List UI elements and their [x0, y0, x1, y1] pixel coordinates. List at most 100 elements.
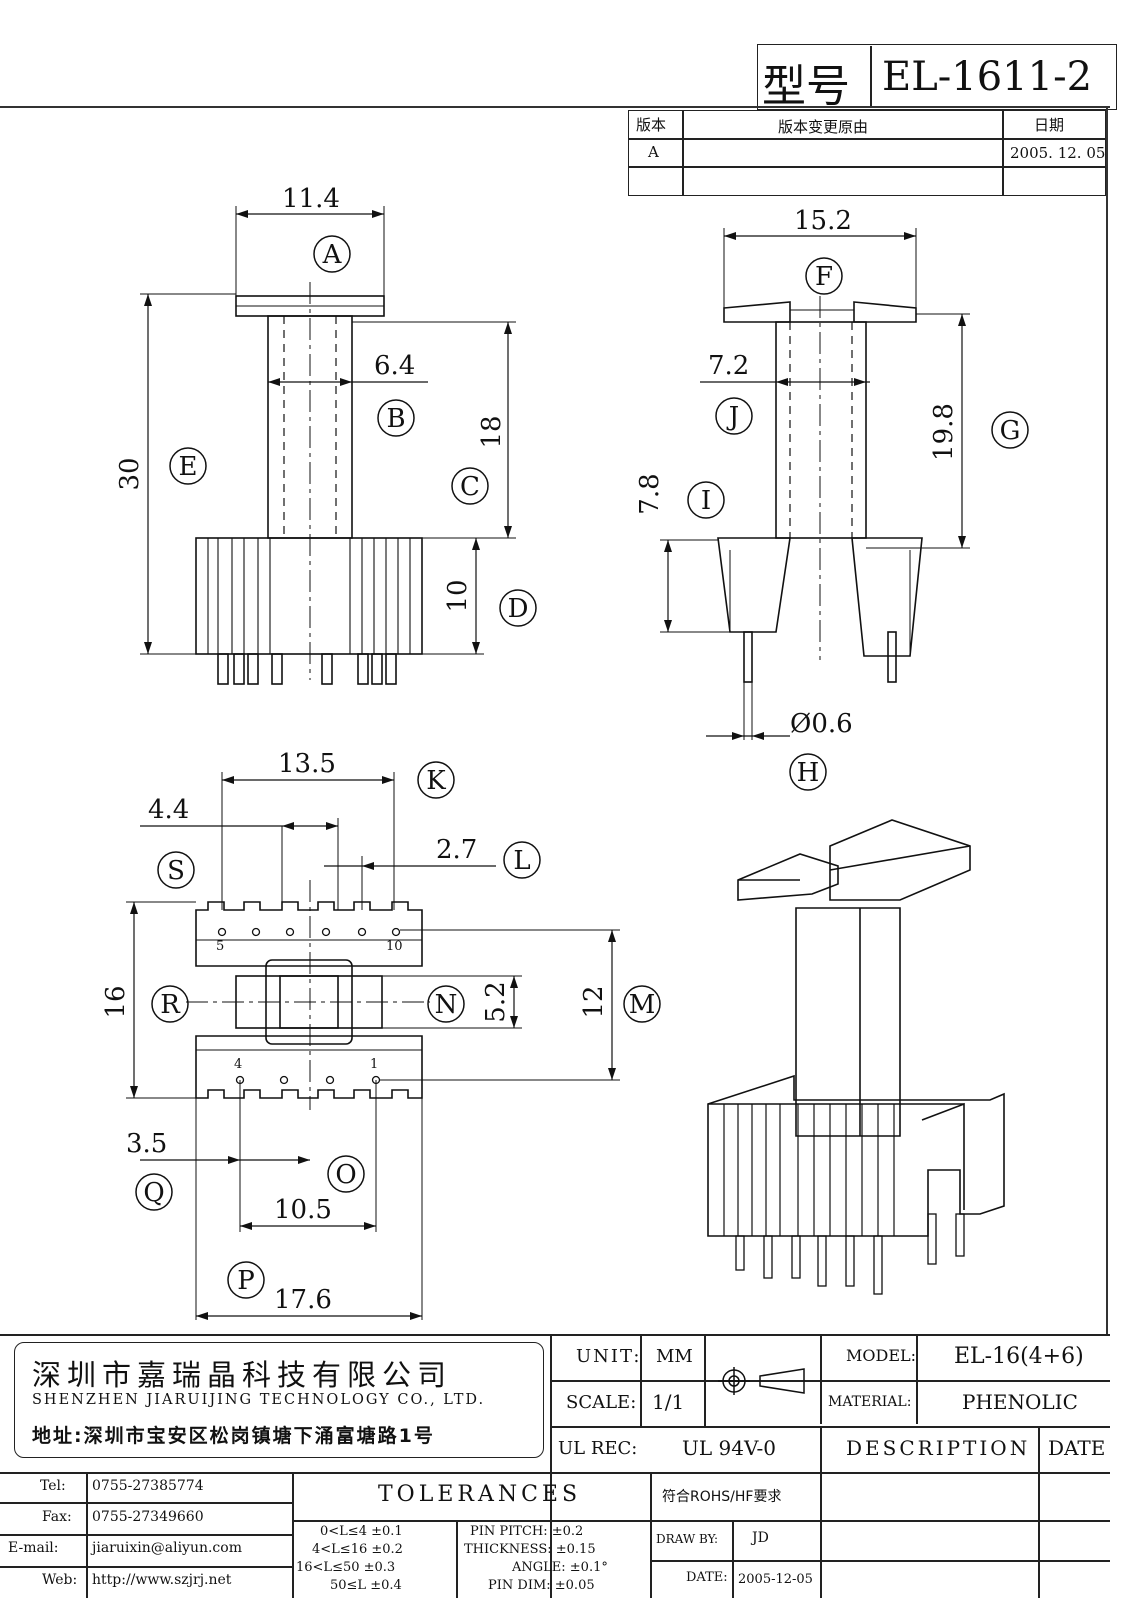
isometric-view [707, 819, 1005, 1295]
right-border-line [1106, 106, 1108, 1336]
bottom-comb [195, 1035, 423, 1099]
label-C: C [451, 467, 489, 505]
dim-B: 6.4 [374, 351, 415, 381]
model-field-label: MODEL: [846, 1346, 917, 1365]
svg-text:S: S [167, 856, 185, 886]
front-view [140, 206, 516, 685]
side-flange-right [853, 301, 917, 323]
side-pin-left [743, 631, 753, 683]
top-comb [195, 901, 423, 967]
pin-tolerance-row: PIN DIM: ±0.05 [488, 1578, 595, 1593]
dim-K: 13.5 [278, 749, 336, 779]
side-core [775, 321, 867, 539]
svg-text:H: H [797, 758, 820, 788]
company-address: 地址:深圳市宝安区松岗镇塘下涌富塘路1号 [32, 1425, 435, 1447]
dim-P: 17.6 [274, 1285, 332, 1315]
ul-value: UL 94V-0 [682, 1436, 777, 1460]
rev-col-date: 日期 [1034, 116, 1065, 134]
contact-value: 0755-27349660 [92, 1509, 204, 1525]
side-flange-left [723, 301, 791, 323]
label-L: L [503, 841, 541, 879]
svg-text:M: M [629, 990, 656, 1020]
dim-S: 4.4 [148, 795, 189, 825]
dim-D: 10 [443, 579, 473, 612]
svg-text:B: B [386, 404, 405, 434]
tolerance-row: 0<L≤4 ±0.1 [320, 1524, 403, 1539]
rev-col-line [1002, 110, 1004, 196]
bottom-view [126, 772, 620, 1320]
svg-text:O: O [335, 1160, 356, 1190]
label-I: I [687, 481, 725, 519]
contact-key: Tel: [40, 1478, 66, 1494]
rev-row-line [628, 166, 1106, 168]
rohs-note: 符合ROHS/HF要求 [662, 1489, 782, 1505]
reference-labels: A B C D E F G H I J K L M N O P Q R S [135, 235, 1029, 1299]
dim-I: 7.8 [635, 473, 665, 514]
rev-row-line [628, 138, 1106, 140]
rev-col-reason: 版本变更原由 [778, 118, 869, 136]
draw-by-value: JD [752, 1530, 769, 1546]
rev-col-rev: 版本 [636, 116, 667, 134]
rev-row-rev: A [648, 143, 659, 161]
dim-M: 12 [579, 985, 609, 1018]
label-D: D [499, 589, 537, 627]
svg-text:I: I [701, 486, 711, 516]
ul-label: UL REC: [558, 1438, 638, 1459]
side-view [660, 228, 970, 740]
label-G: G [991, 411, 1029, 449]
side-base-left [717, 537, 791, 633]
titleblock-top-line [0, 1334, 1110, 1336]
label-S: S [157, 851, 195, 889]
pin-number: 1 [370, 1057, 378, 1072]
dim-H: Ø0.6 [790, 709, 853, 739]
label-K: K [417, 761, 455, 799]
contact-key: Fax: [42, 1509, 72, 1525]
pin-number: 5 [216, 939, 224, 954]
label-J: J [715, 397, 753, 435]
label-H: H [789, 753, 827, 791]
revision-table-frame [628, 110, 1106, 196]
rev-row-date: 2005. 12. 05 [1010, 144, 1106, 162]
dim-F: 15.2 [794, 206, 852, 236]
dim-R: 16 [101, 985, 131, 1018]
label-Q: Q [135, 1173, 173, 1211]
svg-text:P: P [237, 1266, 255, 1296]
model-field-value: EL-16(4+6) [954, 1344, 1084, 1369]
svg-text:C: C [460, 472, 480, 502]
svg-text:E: E [179, 452, 198, 482]
svg-text:R: R [160, 990, 181, 1020]
svg-text:Q: Q [143, 1178, 164, 1208]
side-pin-right [887, 631, 897, 683]
base-block [195, 537, 423, 655]
dim-E: 30 [115, 457, 145, 490]
projection-symbol-icon [718, 1367, 805, 1395]
label-P: P [227, 1261, 265, 1299]
svg-text:K: K [426, 766, 446, 796]
dim-O: 10.5 [274, 1195, 332, 1225]
unit-value: MM [656, 1346, 693, 1367]
label-M: M [623, 985, 661, 1023]
date-field-label: DATE: [686, 1570, 728, 1585]
dim-Q: 3.5 [126, 1129, 167, 1159]
pin-tolerance-row: PIN PITCH: ±0.2 [470, 1524, 584, 1539]
dim-N: 5.2 [481, 981, 511, 1022]
contact-value: 0755-27385774 [92, 1478, 204, 1494]
model-box-divider [870, 46, 872, 108]
dim-G: 19.8 [929, 403, 959, 461]
material-value: PHENOLIC [962, 1390, 1078, 1414]
contact-key: Web: [42, 1572, 78, 1588]
label-F: F [805, 257, 843, 295]
company-box [14, 1342, 544, 1458]
tolerance-row: 4<L≤16 ±0.2 [312, 1542, 403, 1557]
scale-label: SCALE: [566, 1392, 637, 1413]
material-label: MATERIAL: [828, 1394, 912, 1410]
company-name-cn: 深圳市嘉瑞晶科技有限公司 [32, 1358, 453, 1392]
top-border-line [0, 106, 1110, 108]
svg-text:N: N [435, 990, 458, 1020]
dim-J: 7.2 [708, 351, 749, 381]
rev-col-line [682, 110, 684, 196]
dim-C: 18 [477, 415, 507, 448]
svg-text:D: D [508, 594, 529, 624]
label-R: R [151, 985, 189, 1023]
contact-value: jiaruixin@aliyun.com [92, 1540, 242, 1556]
